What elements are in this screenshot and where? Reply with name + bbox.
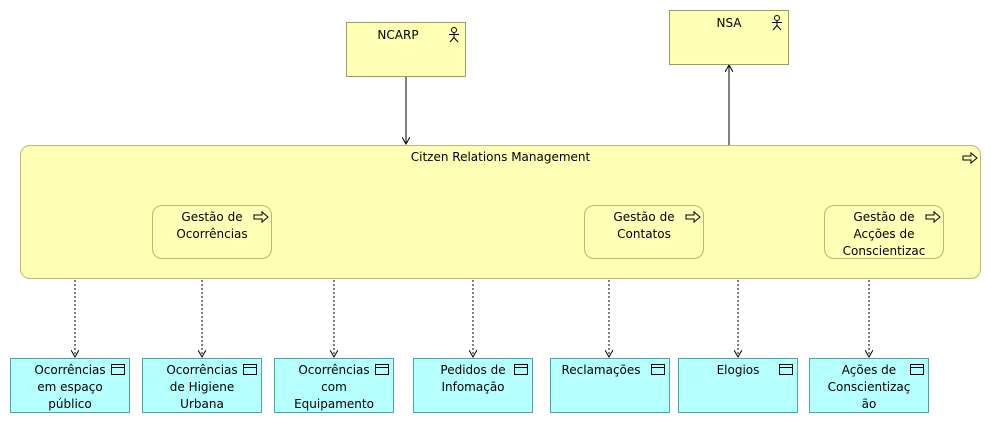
data-object-label: Elogios bbox=[716, 363, 760, 377]
actor-ncarp[interactable]: NCARP bbox=[346, 22, 466, 77]
data-object-ocorrencias-higiene-urbana[interactable]: Ocorrências de Higiene Urbana bbox=[142, 358, 262, 413]
process-arrow-icon bbox=[925, 211, 941, 223]
actor-nsa[interactable]: NSA bbox=[669, 10, 789, 65]
process-arrow-icon bbox=[962, 152, 978, 164]
data-object-label: Ocorrências de Higiene Urbana bbox=[166, 363, 238, 411]
subprocess-gestao-ocorrencias[interactable]: Gestão de Ocorrências bbox=[152, 205, 272, 259]
data-object-icon bbox=[243, 364, 257, 375]
data-object-icon bbox=[514, 364, 528, 375]
process-arrow-icon bbox=[685, 211, 701, 223]
data-object-ocorrencias-equipamento[interactable]: Ocorrências com Equipamento bbox=[274, 358, 394, 413]
data-object-icon bbox=[651, 364, 665, 375]
actor-icon bbox=[772, 15, 782, 31]
data-object-label: Pedidos de Infomação bbox=[440, 363, 506, 394]
process-arrow-icon bbox=[253, 211, 269, 223]
data-object-icon bbox=[111, 364, 125, 375]
subprocess-gestao-contatos[interactable]: Gestão de Contatos bbox=[584, 205, 704, 259]
data-object-label: Reclamações bbox=[561, 363, 641, 377]
actor-ncarp-label: NCARP bbox=[377, 28, 419, 42]
data-object-icon bbox=[375, 364, 389, 375]
actor-icon bbox=[449, 27, 459, 43]
data-object-ocorrencias-espaco-publico[interactable]: Ocorrências em espaço público bbox=[10, 358, 130, 413]
data-object-reclamacoes[interactable]: Reclamações bbox=[550, 358, 670, 413]
subprocess-gestao-accoes-conscientizacao[interactable]: Gestão de Acções de Conscientizac bbox=[824, 205, 944, 259]
data-object-pedidos-informacao[interactable]: Pedidos de Infomação bbox=[413, 358, 533, 413]
data-object-label: Ações de Conscientizaç ão bbox=[827, 363, 911, 411]
subprocess-label: Gestão de Contatos bbox=[613, 210, 675, 241]
main-process-label: Citzen Relations Management bbox=[410, 150, 591, 164]
data-object-icon bbox=[779, 364, 793, 375]
subprocess-label: Gestão de Ocorrências bbox=[176, 210, 248, 241]
data-object-icon bbox=[910, 364, 924, 375]
data-object-acoes-conscientizacao[interactable]: Ações de Conscientizaç ão bbox=[809, 358, 929, 413]
subprocess-label: Gestão de Acções de Conscientizac bbox=[842, 210, 926, 258]
data-object-elogios[interactable]: Elogios bbox=[678, 358, 798, 413]
actor-nsa-label: NSA bbox=[716, 16, 742, 30]
data-object-label: Ocorrências com Equipamento bbox=[294, 363, 374, 411]
data-object-label: Ocorrências em espaço público bbox=[34, 363, 106, 411]
